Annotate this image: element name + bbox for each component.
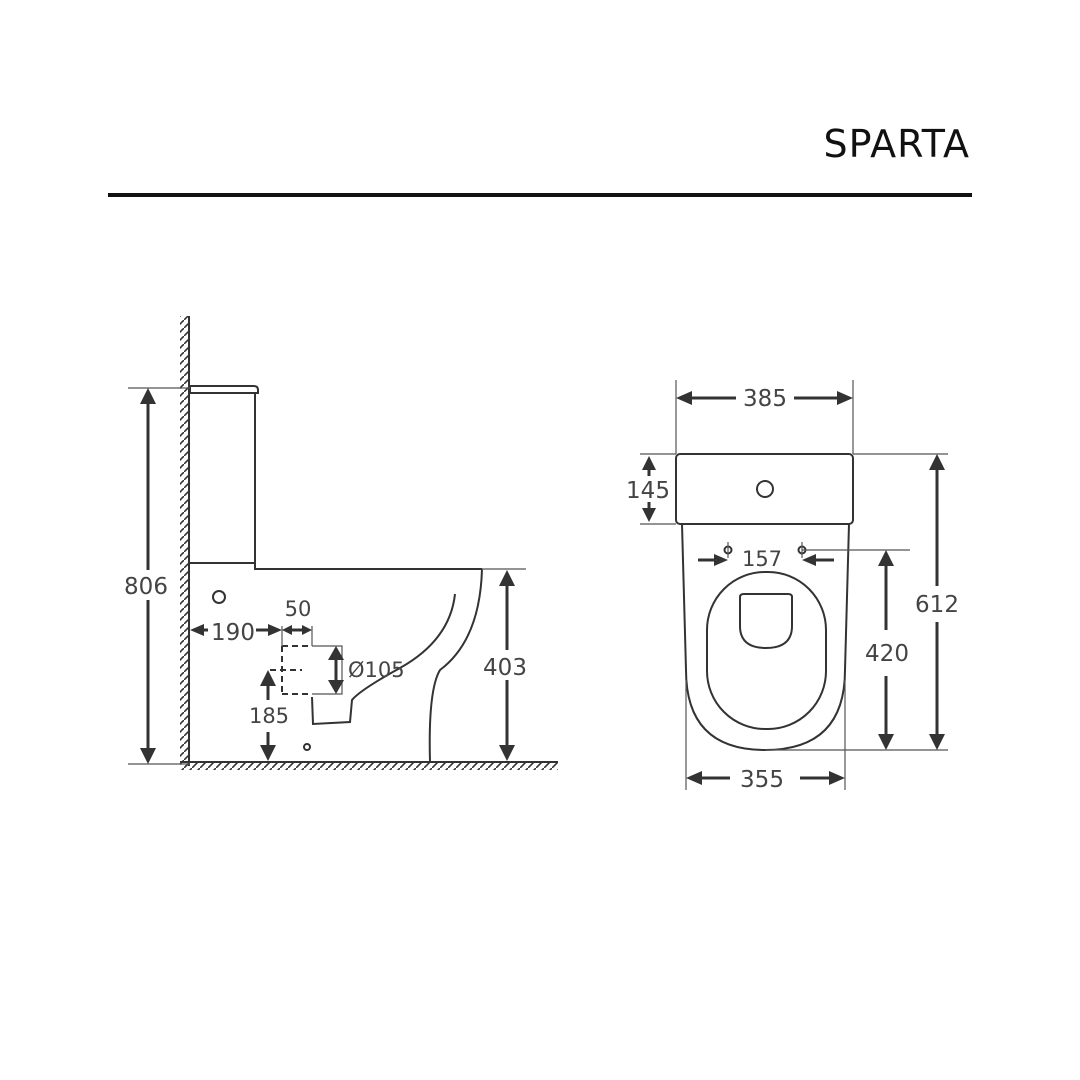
dimension-tank-depth: 145 [626, 453, 676, 525]
dimension-tank-width: 385 [675, 380, 854, 454]
outlet-outline [270, 645, 343, 695]
dimension-seat-height: 403 [480, 568, 534, 761]
label-tank-depth: 145 [626, 478, 670, 504]
dimension-outlet-diameter: Ø105 [328, 646, 405, 694]
label-tank-width: 385 [743, 386, 787, 412]
dimension-outlet-height: 185 [249, 670, 289, 761]
label-total-depth: 612 [915, 592, 959, 618]
cistern-top [675, 453, 854, 525]
dimension-bowl-width: 355 [685, 680, 846, 793]
dimension-total-depth: 612 [765, 453, 959, 751]
dimension-outlet-offset: 50 [281, 597, 313, 646]
label-bowl-width: 355 [740, 767, 784, 793]
wall [180, 316, 190, 766]
dimension-wall-to-outlet: 190 [190, 618, 282, 646]
label-hinge-spacing: 157 [742, 547, 782, 571]
label-outlet-diameter: Ø105 [348, 658, 405, 682]
side-view: 806 403 190 50 [120, 316, 558, 770]
label-outlet-offset: 50 [285, 597, 312, 621]
dimension-hinge-spacing: 157 [698, 547, 910, 571]
cistern-side [189, 385, 482, 570]
product-title: SPARTA [823, 122, 970, 166]
label-outlet-height: 185 [249, 704, 289, 728]
label-seat-height: 403 [483, 655, 527, 681]
header-rule [108, 193, 972, 197]
floor [180, 761, 558, 770]
top-view: 385 145 157 420 [626, 380, 959, 793]
label-total-height: 806 [124, 574, 168, 600]
label-bowl-length: 420 [865, 641, 909, 667]
dimension-total-height: 806 [120, 387, 190, 765]
bowl-side [212, 568, 483, 763]
label-wall-to-outlet: 190 [211, 620, 255, 646]
dimension-bowl-length: 420 [865, 550, 909, 750]
